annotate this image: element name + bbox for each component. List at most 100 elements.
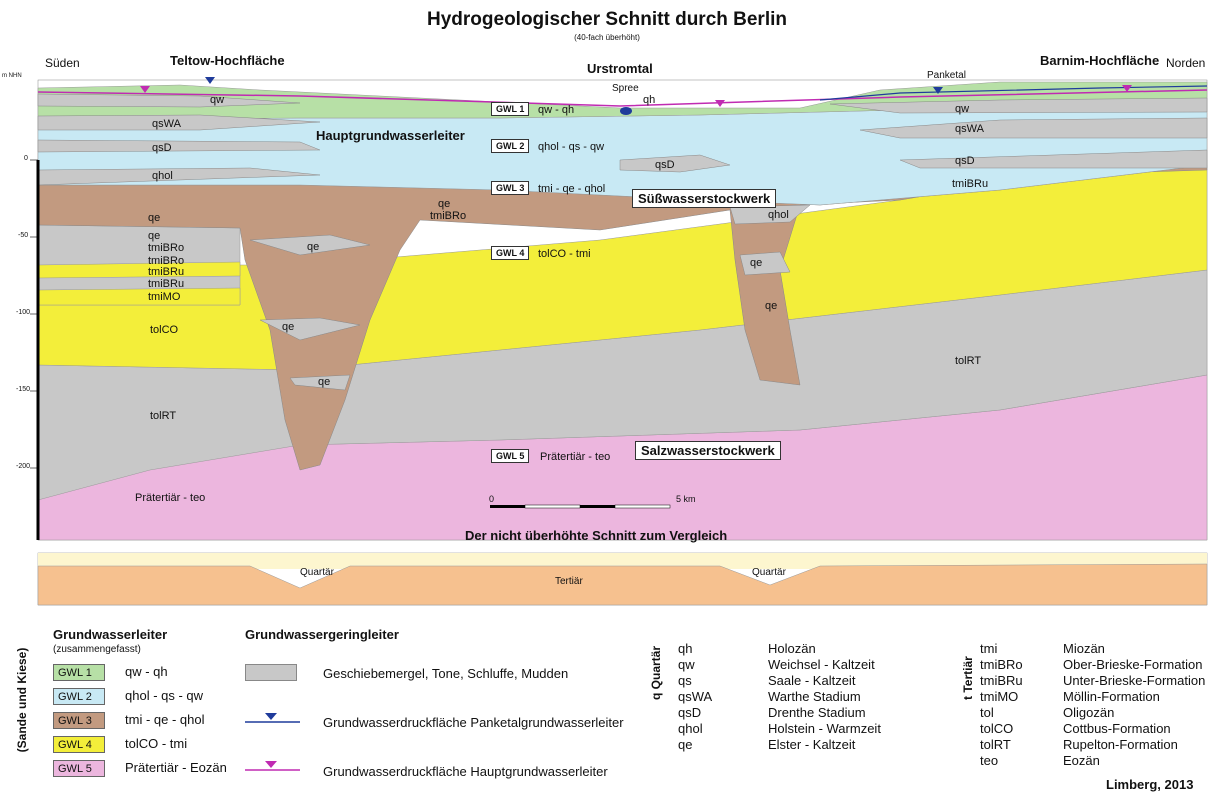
legend-panketal-text: Grundwasserdruckfläche Panketalgrundwass…: [323, 715, 624, 730]
legend-gwl4-text: tolCO - tmi: [125, 736, 188, 751]
page-subtitle: (40-fach überhöht): [574, 33, 640, 42]
label-qw-left: qw: [210, 94, 225, 106]
label-qe-right-1: qe: [750, 257, 763, 269]
lens-qe-right: [739, 251, 791, 276]
lens-qsd-right: [899, 149, 1208, 169]
region-barnim: Barnim-Hochfläche: [1040, 53, 1160, 68]
legend-code: qs: [678, 673, 692, 688]
label-tmibru-2: tmiBRu: [148, 278, 185, 290]
label-qhol-right: qhol: [768, 209, 789, 221]
compare-tertiaer: Tertiär: [555, 576, 583, 587]
pressure-marker-2: [715, 100, 725, 107]
gwl4-text: tolCO - tmi: [538, 248, 591, 260]
legend-code: qh: [678, 641, 693, 656]
scale-start: 0: [489, 494, 495, 504]
panketal-marker-2: [933, 87, 943, 94]
legend-code-name: Ober-Brieske-Formation: [1063, 657, 1203, 672]
axis-tick-200: -200: [16, 463, 31, 470]
label-suesswasserstockwerk: Süßwasserstockwerk: [632, 189, 777, 208]
pressure-marker-1: [140, 86, 150, 93]
legend-code: tolCO: [980, 721, 1014, 736]
place-panketal: Panketal: [927, 70, 966, 81]
legend-code-name: Weichsel - Kaltzeit: [768, 657, 875, 672]
legend-swatch-gwl2: GWL 2: [53, 688, 105, 705]
axis-tick-50: -50: [18, 232, 29, 239]
legend-aquifer-sub: (zusammengefasst): [53, 644, 141, 655]
lens-qsd-left: [37, 139, 321, 153]
label-qswa-right: qsWA: [955, 123, 984, 135]
legend-haupt-text: Grundwasserdruckfläche Hauptgrundwasserl…: [323, 764, 608, 779]
author-credit: Limberg, 2013: [1106, 777, 1194, 792]
axis-unit: m NHN: [2, 73, 22, 79]
compare-tertiaer: [37, 563, 1208, 606]
legend-side-label: (Sande und Kiese): [15, 647, 29, 753]
compare-quartaer-left: Quartär: [300, 567, 334, 578]
legend-haupt-triangle-icon: [265, 761, 277, 768]
label-tmibro-mid: tmiBRo: [430, 210, 467, 222]
compass-south: Süden: [45, 56, 80, 70]
legend-tertiaer-heading: t Tertiär: [961, 656, 975, 700]
legend-code-name: Eozän: [1063, 753, 1100, 768]
lens-qe-1: [249, 234, 371, 256]
label-qe-lens-3: qe: [318, 376, 331, 388]
label-qsd-right: qsD: [955, 155, 975, 167]
legend-code-name: Holstein - Warmzeit: [768, 721, 881, 736]
gwl2-box: GWL 2: [491, 139, 530, 153]
compare-title: Der nicht überhöhte Schnitt zum Vergleic…: [465, 528, 728, 543]
legend-code-name: Unter-Brieske-Formation: [1063, 673, 1206, 688]
legend-code-name: Möllin-Formation: [1063, 689, 1160, 704]
legend-gwl1-text: qw - qh: [125, 664, 168, 679]
depth-ticks: [30, 159, 38, 469]
place-spree: Spree: [612, 83, 639, 94]
lens-qw-right: [829, 97, 1208, 114]
legend-swatch-gwl4: GWL 4: [53, 736, 105, 753]
label-qw-right: qw: [955, 103, 970, 115]
legend-panketal-triangle-icon: [265, 713, 277, 720]
label-tolco: tolCO: [150, 324, 179, 336]
pressure-line-panketal: [819, 85, 1208, 101]
lens-qhol-right: [729, 204, 811, 225]
gwl5-text: Prätertiär - teo: [540, 451, 611, 463]
axis-tick-0: 0: [24, 155, 28, 162]
scale-end: 5 km: [676, 494, 696, 504]
legend-code: tmiBRo: [980, 657, 1023, 672]
label-tmibro-1: tmiBRo: [148, 242, 185, 254]
label-tmibru-right: tmiBRu: [952, 178, 989, 190]
legend-code: qe: [678, 737, 693, 752]
gwl3-text: tmi - qe - qhol: [538, 183, 606, 195]
label-qsd-left: qsD: [152, 142, 172, 154]
gwl4-box: GWL 4: [491, 246, 530, 260]
legend-swatch-gwl3: GWL 3: [53, 712, 105, 729]
label-qe-right-2: qe: [765, 300, 778, 312]
legend-code: qsWA: [678, 689, 713, 704]
label-tmibru-1: tmiBRu: [148, 266, 185, 278]
gwl1-box: GWL 1: [491, 102, 530, 116]
lens-qswa-left: [37, 114, 321, 131]
legend-aquitard-text: Geschiebemergel, Tone, Schluffe, Mudden: [323, 666, 569, 681]
label-teo: Prätertiär - teo: [135, 492, 206, 504]
legend-gwl3-text: tmi - qe - qhol: [125, 712, 205, 727]
label-qe-1: qe: [148, 212, 161, 224]
layer-gwl1: [37, 81, 1208, 121]
spree-marker: [620, 107, 632, 115]
legend-swatch-gwl5: GWL 5: [53, 760, 105, 777]
legend-aquifer-title: Grundwasserleiter: [53, 627, 168, 642]
axis-tick-100: -100: [16, 309, 31, 316]
legend-code-name: Drenthe Stadium: [768, 705, 866, 720]
gwl1-text: qw - qh: [538, 104, 575, 116]
legend-aquitard-title: Grundwassergeringleiter: [245, 627, 399, 642]
legend-code: tol: [980, 705, 994, 720]
layer-tmimo: [37, 287, 241, 306]
axis-tick-150: -150: [16, 386, 31, 393]
legend-swatch-aquitard: [245, 664, 297, 681]
pressure-marker-3: [1122, 85, 1132, 92]
compare-quartaer: [38, 553, 1207, 569]
label-qhol-left: qhol: [152, 170, 173, 182]
legend-quartaer-heading: q Quartär: [649, 645, 663, 700]
legend-gwl5-text: Prätertiär - Eozän: [125, 760, 227, 775]
label-qe-3: qe: [438, 198, 451, 210]
page-title: Hydrogeologischer Schnitt durch Berlin: [427, 9, 787, 30]
lens-qe-2: [259, 317, 361, 341]
region-urstromtal: Urstromtal: [587, 61, 653, 76]
